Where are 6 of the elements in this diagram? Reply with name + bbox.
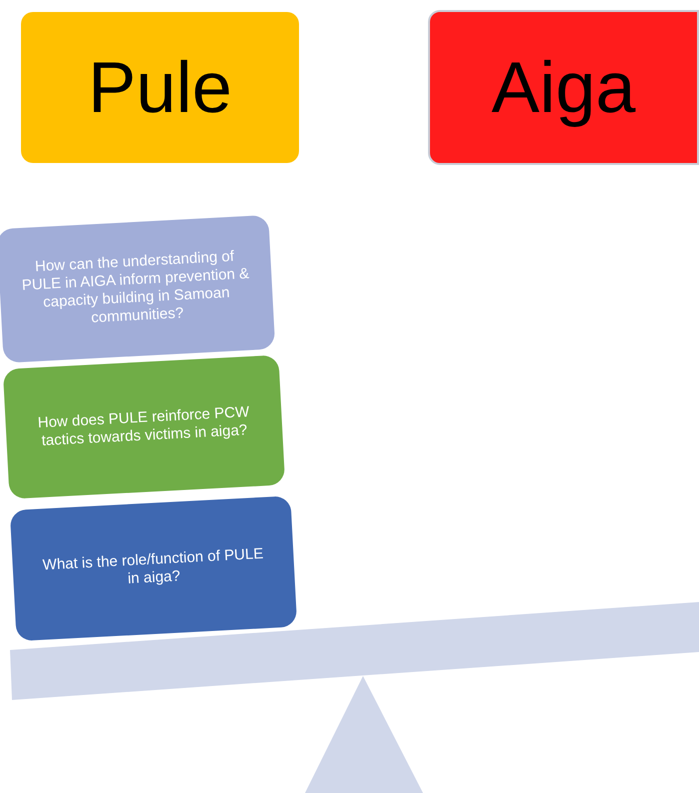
question-text: How can the understanding of PULE in AIGA inform prevention & capacity building in Samoan communities?	[20, 246, 251, 328]
question-text: What is the role/function of PULE in aiga?	[41, 544, 265, 589]
title-box	[428, 10, 699, 165]
title-box	[21, 12, 299, 163]
title-text: Pule	[88, 52, 232, 124]
question-text: How does PULE reinforce PCW tactics towards victims in aiga?	[36, 402, 251, 452]
